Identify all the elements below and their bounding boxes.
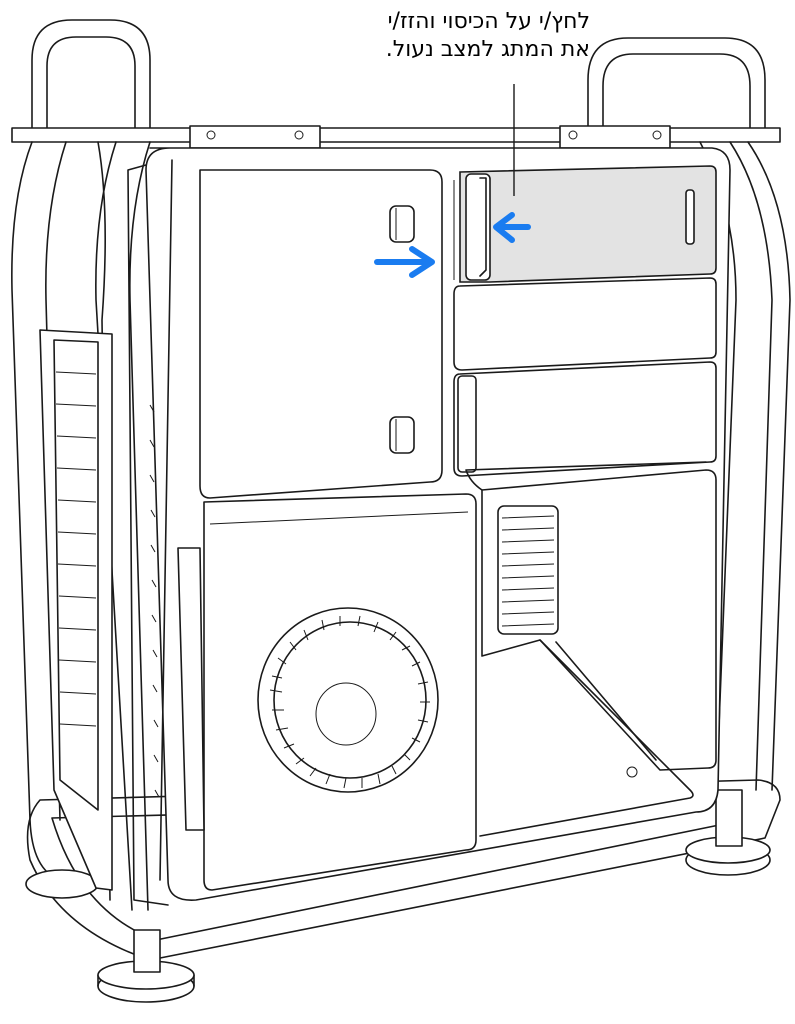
foot-left — [25, 869, 99, 899]
highlighted-drive-bay — [453, 165, 717, 283]
lower-right-panel — [465, 461, 717, 837]
callout-line-1: לחץ/י על הכיסוי והזז/י — [387, 9, 590, 34]
side-vent-panel — [39, 329, 113, 891]
lower-drive-bay — [453, 361, 717, 477]
latch-top — [389, 205, 415, 243]
vent-grille — [497, 505, 559, 635]
latch-bottom — [389, 416, 415, 454]
left-handle — [31, 19, 151, 135]
foot-right — [685, 789, 771, 876]
top-frame-bar — [11, 125, 781, 149]
fan-icon — [257, 607, 439, 793]
arrow-left-icon — [493, 212, 531, 243]
pcie-cover-panel — [199, 169, 443, 499]
side-edge-slots — [149, 404, 160, 798]
right-handle — [587, 37, 766, 135]
foot-front — [97, 929, 195, 1003]
callout-line-2: את המתג למצב נעול. — [385, 37, 590, 62]
middle-drive-bay — [453, 277, 717, 371]
arrow-right-icon — [374, 246, 435, 278]
left-frame-legs — [11, 141, 151, 911]
instruction-callout: לחץ/י על הכיסוי והזז/י את המתג למצב נעול… — [300, 8, 590, 64]
